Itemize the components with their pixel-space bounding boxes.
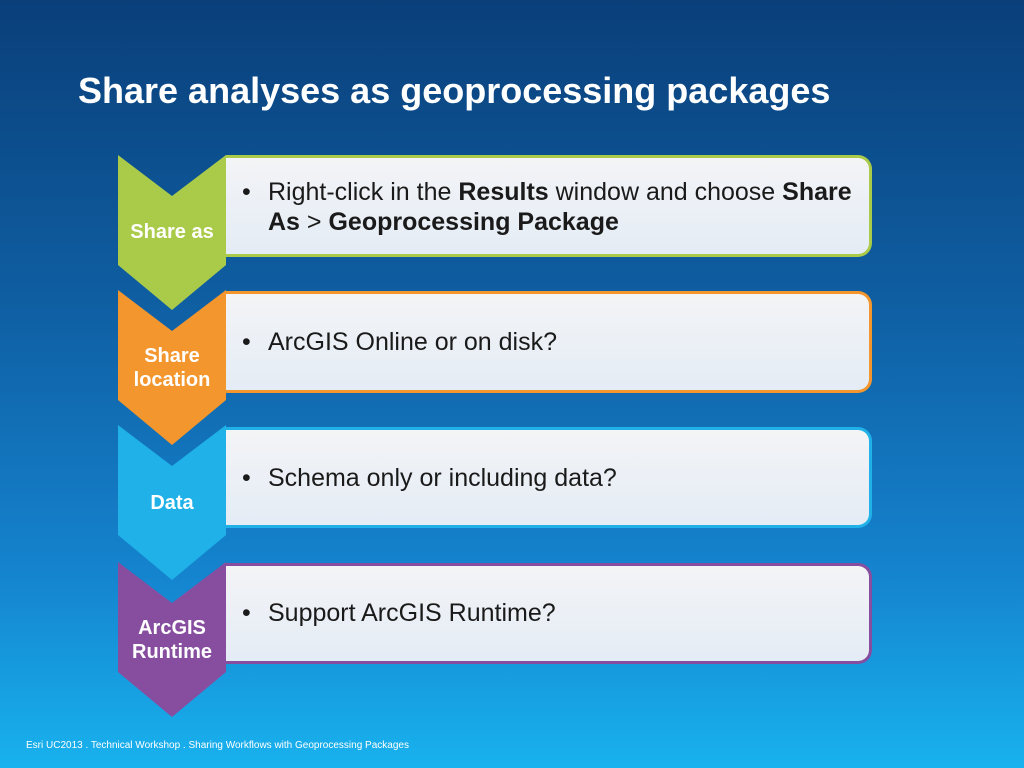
chevron-data: [118, 425, 226, 580]
step-label-share-location: Share location: [118, 344, 226, 392]
step-label-line: location: [133, 369, 211, 391]
chevron-share-location: [118, 290, 226, 445]
chevron-arcgis-runtime: [118, 562, 226, 717]
step-label-data: Data: [118, 491, 226, 515]
step-label-line: ArcGIS: [138, 617, 206, 639]
bullet-content: Support ArcGIS Runtime?: [268, 599, 556, 627]
step-bullet-share-location: • ArcGIS Online or on disk?: [242, 327, 872, 357]
step-bullet-arcgis-runtime: • Support ArcGIS Runtime?: [242, 598, 872, 628]
step-box-arcgis-runtime: [226, 563, 872, 664]
bullet-content: Schema only or including data?: [268, 464, 617, 492]
step-box-share-location: [226, 291, 872, 393]
step-bullet-share-as: • Right-click in the Results window and …: [242, 177, 872, 237]
step-box-data: [226, 427, 872, 528]
bullet-dot: •: [242, 599, 251, 627]
bullet-dot: •: [242, 178, 251, 206]
slide-footer: Esri UC2013 . Technical Workshop . Shari…: [26, 740, 409, 751]
step-bullet-data: • Schema only or including data?: [242, 463, 872, 493]
step-label-line: Share as: [130, 221, 214, 243]
step-label-line: Share: [144, 345, 200, 367]
bullet-dot: •: [242, 464, 251, 492]
slide-title: Share analyses as geoprocessing packages: [78, 70, 831, 111]
step-box-share-as: [226, 155, 872, 257]
step-label-share-as: Share as: [118, 220, 226, 244]
bullet-dot: •: [242, 328, 251, 356]
bullet-content: ArcGIS Online or on disk?: [268, 328, 558, 356]
bullet-content: Right-click in the Results window and ch…: [268, 178, 852, 236]
step-label-line: Data: [150, 492, 194, 514]
step-label-line: Runtime: [132, 641, 212, 663]
step-label-arcgis-runtime: ArcGIS Runtime: [118, 616, 226, 664]
chevron-share-as: [118, 155, 226, 310]
